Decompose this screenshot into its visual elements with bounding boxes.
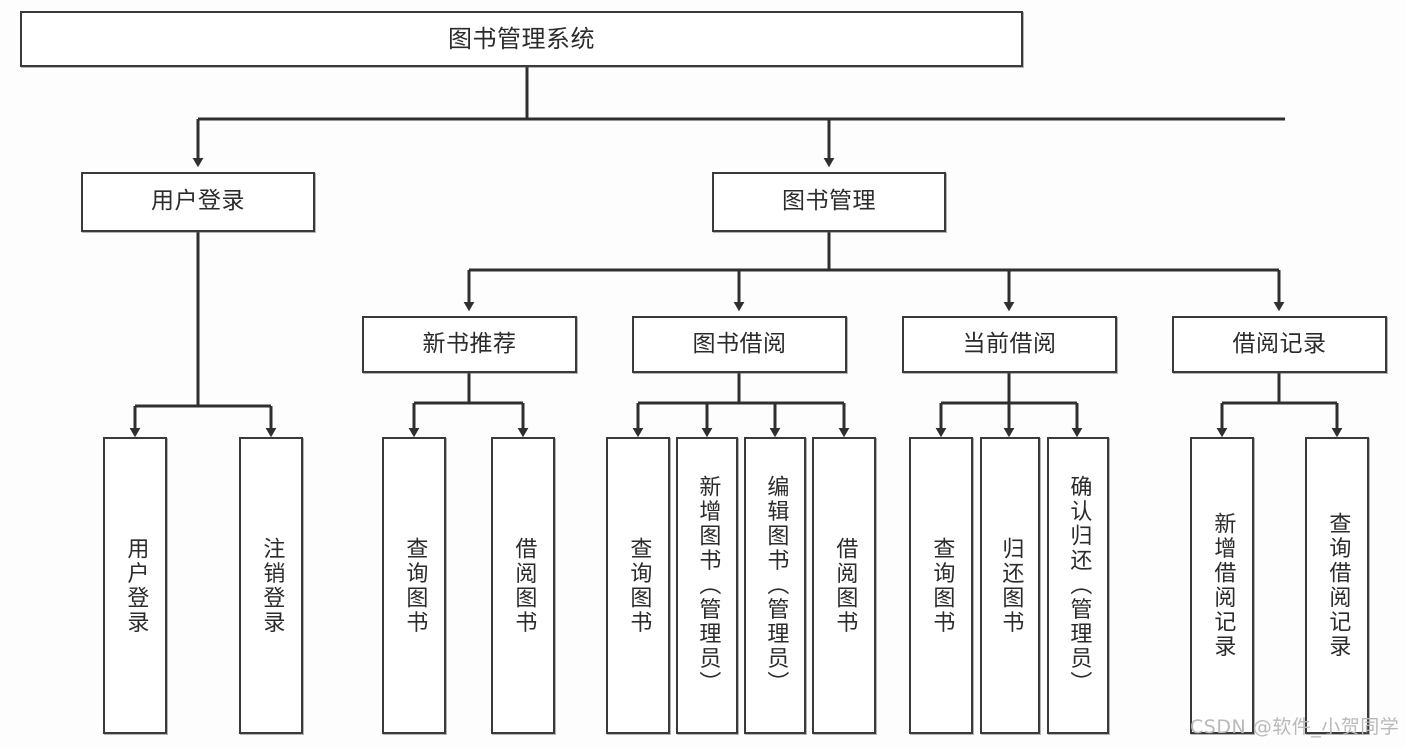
node-label: 归还图书 <box>998 536 1024 635</box>
leaf-add-borrow-record[interactable]: 新增借阅记录 <box>1190 437 1254 734</box>
node-label: 借阅图书 <box>511 536 537 635</box>
node-label: 注销登录 <box>259 536 285 635</box>
node-label: 新增图书（管理员） <box>695 475 721 696</box>
leaf-logout-login[interactable]: 注销登录 <box>239 437 303 734</box>
node-current-borrow[interactable]: 当前借阅 <box>902 316 1117 373</box>
csdn-watermark: CSDN @软件_小贺同学 <box>1190 716 1400 738</box>
leaf-confirm-return[interactable]: 确认归还（管理员） <box>1047 437 1109 734</box>
leaf-borrow-book-recommend[interactable]: 借阅图书 <box>491 437 555 734</box>
node-label: 用户登录 <box>123 536 149 635</box>
leaf-query-book-current[interactable]: 查询图书 <box>909 437 973 734</box>
node-label: 图书管理 <box>782 188 876 215</box>
node-book-borrow[interactable]: 图书借阅 <box>632 316 847 373</box>
node-label: 编辑图书（管理员） <box>763 475 789 696</box>
node-label: 查询图书 <box>929 536 955 635</box>
node-label: 查询借阅记录 <box>1325 512 1351 659</box>
leaf-borrow-book[interactable]: 借阅图书 <box>812 437 876 734</box>
node-label: 查询图书 <box>626 536 652 635</box>
leaf-return-book[interactable]: 归还图书 <box>980 437 1040 734</box>
leaf-query-book-borrow[interactable]: 查询图书 <box>606 437 670 734</box>
leaf-add-book[interactable]: 新增图书（管理员） <box>676 437 738 734</box>
node-borrow-record[interactable]: 借阅记录 <box>1172 316 1387 373</box>
leaf-query-borrow-record[interactable]: 查询借阅记录 <box>1305 437 1369 734</box>
node-label: 用户登录 <box>151 188 245 215</box>
node-label: 图书管理系统 <box>448 24 595 53</box>
leaf-query-book-recommend[interactable]: 查询图书 <box>382 437 446 734</box>
leaf-user-login[interactable]: 用户登录 <box>103 437 167 734</box>
node-label: 确认归还（管理员） <box>1066 475 1092 696</box>
node-label: 图书借阅 <box>692 330 787 357</box>
node-label: 查询图书 <box>402 536 428 635</box>
node-label: 借阅图书 <box>832 536 858 635</box>
leaf-edit-book[interactable]: 编辑图书（管理员） <box>744 437 806 734</box>
node-label: 当前借阅 <box>962 330 1057 357</box>
node-root-system[interactable]: 图书管理系统 <box>20 11 1023 67</box>
node-label: 借阅记录 <box>1232 330 1327 357</box>
node-new-book-recommend[interactable]: 新书推荐 <box>362 316 577 373</box>
node-label: 新书推荐 <box>422 330 517 357</box>
node-book-management[interactable]: 图书管理 <box>712 172 946 232</box>
node-user-login[interactable]: 用户登录 <box>81 172 315 232</box>
node-label: 新增借阅记录 <box>1210 512 1236 659</box>
